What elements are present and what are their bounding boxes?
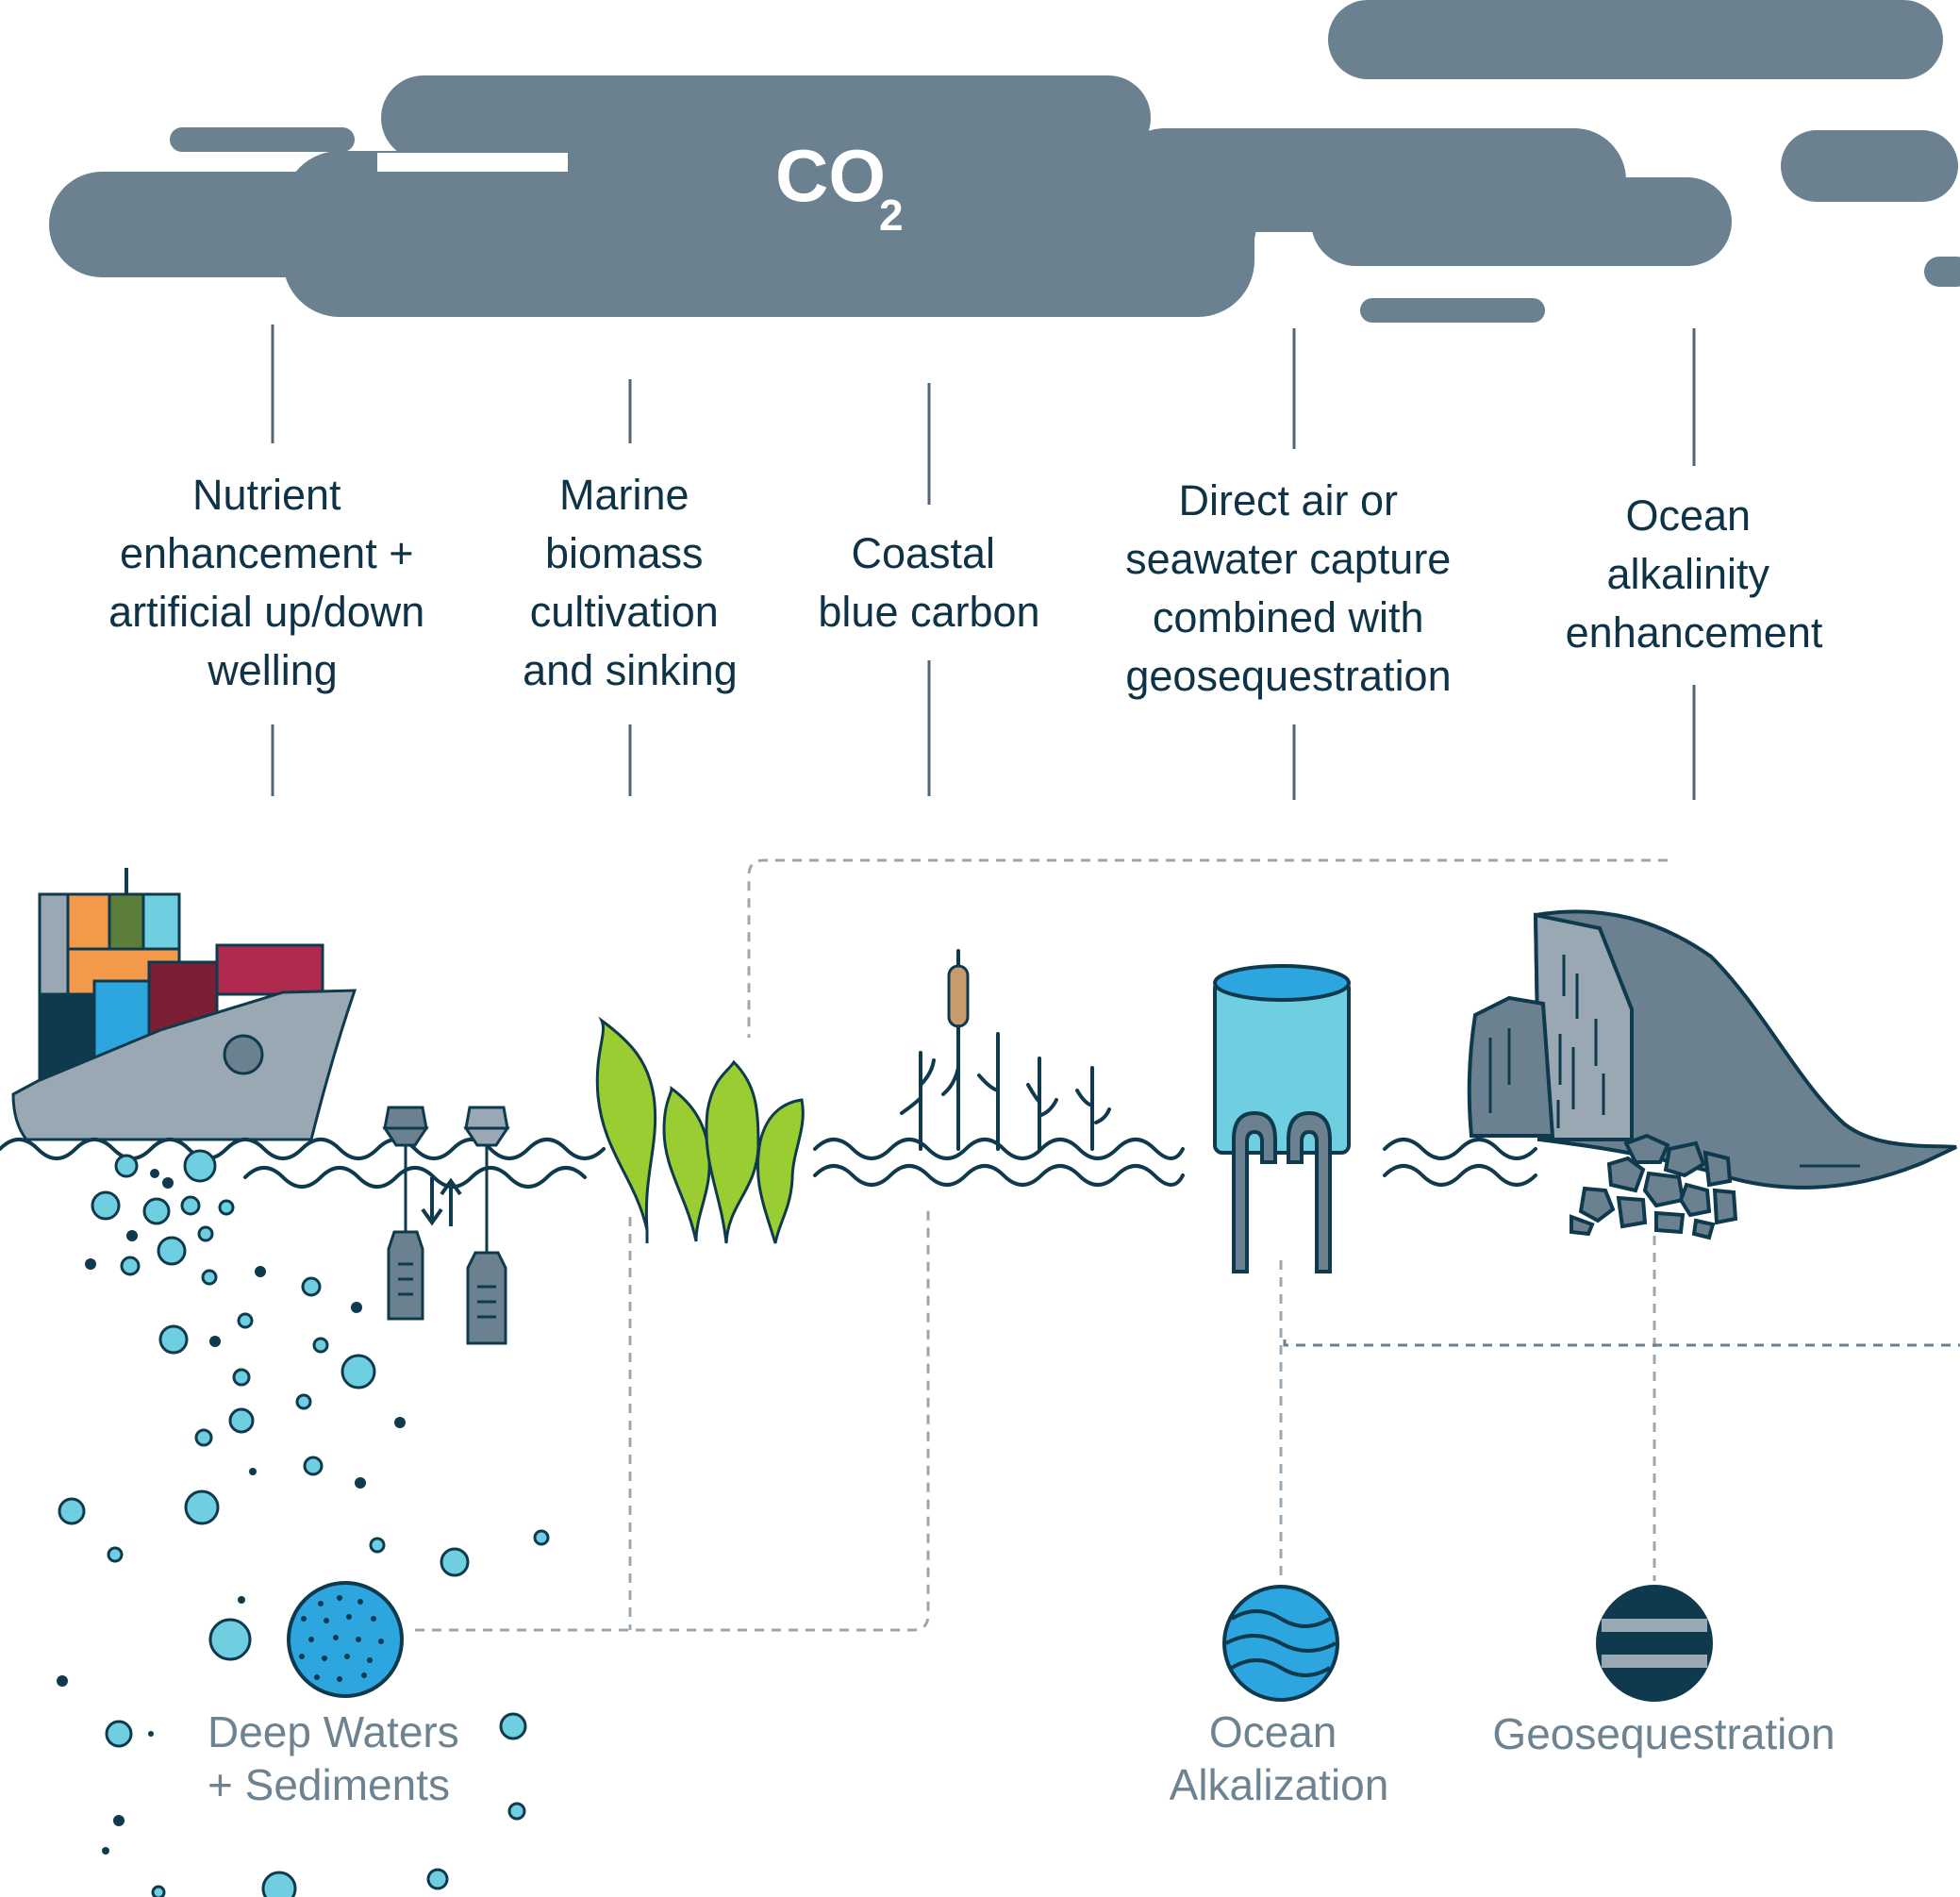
co2-subscript: 2 — [879, 191, 904, 240]
cattail-marsh-icon — [900, 949, 1111, 1151]
connector-lines — [271, 324, 1696, 800]
sink-label-geosequestration: Geosequestration — [1492, 1709, 1835, 1758]
wave-sphere-icon — [1222, 1585, 1339, 1702]
sediment-particles — [57, 1169, 406, 1855]
buoy-pump-icon — [382, 1106, 510, 1345]
seaweed-icon — [595, 1016, 805, 1244]
label-coastal: Coastal blue carbon — [818, 529, 1039, 636]
dashed-pathway-right — [1283, 1340, 1960, 1347]
water-waves — [0, 1138, 1537, 1189]
striped-sphere-icon — [1596, 1585, 1713, 1702]
dotted-sphere-icon — [287, 1581, 404, 1698]
dashed-pathways — [415, 858, 1668, 1632]
capture-tank-icon — [1213, 964, 1351, 1273]
sink-label-deep-waters: Deep Waters + Sediments — [208, 1707, 472, 1809]
cargo-ship-icon — [11, 868, 357, 1141]
label-nutrient: Nutrient enhancement + artificial up/dow… — [108, 471, 437, 694]
co2-label: CO — [775, 134, 886, 217]
sink-label-ocean-alkalization: Ocean Alkalization — [1170, 1707, 1389, 1809]
cloud-gap — [377, 153, 568, 172]
label-capture: Direct air or seawater capture combined … — [1125, 476, 1463, 700]
sediment-bubbles — [58, 1149, 550, 1897]
co2-cloud — [49, 0, 1960, 323]
rock-pile-icon — [1570, 1133, 1738, 1240]
rock-cliff-icon — [1467, 909, 1957, 1190]
label-alkalinity: Ocean alkalinity enhancement — [1566, 491, 1823, 657]
label-biomass: Marine biomass cultivation and sinking — [523, 471, 738, 694]
